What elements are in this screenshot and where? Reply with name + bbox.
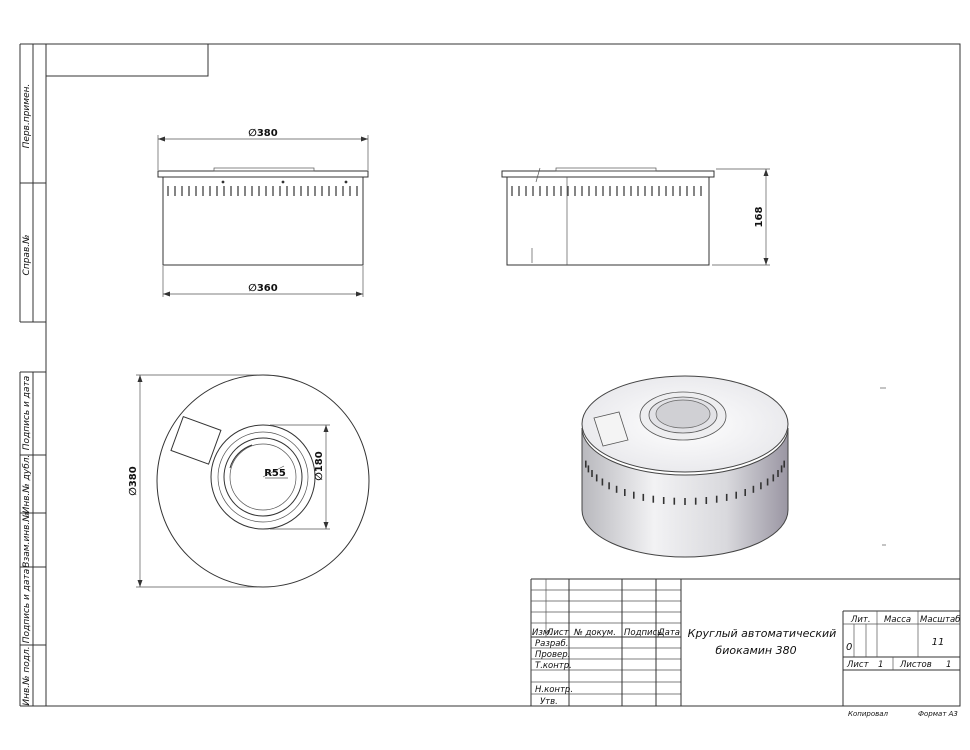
tb-header-doc-no: № докум. <box>573 628 616 638</box>
tb-role-tkontr: Т.контр. <box>535 661 572 671</box>
plan-burner-ring-inner <box>223 437 303 517</box>
top-left-stamp-box <box>45 43 209 77</box>
footer-format: Формат А3 <box>918 710 958 718</box>
frame-border <box>45 43 961 707</box>
tb-role-utv: Утв. <box>540 697 558 707</box>
iso-body <box>581 427 789 558</box>
plan-burner-opening <box>229 443 297 511</box>
tb-lit-value: 0 <box>846 642 852 653</box>
tb-header-date: Дата <box>657 628 680 638</box>
side-view: 168 <box>501 167 770 266</box>
strip-label-inv-dubl: Инв.№ дубл. <box>22 455 32 514</box>
tb-role-nkontr: Н.контр. <box>535 685 573 695</box>
side-burner-lid <box>555 167 657 172</box>
tb-sheets-label: Листов <box>899 660 932 670</box>
left-strip: Перв.примен. Справ.№ Подпись и дата Инв.… <box>19 43 46 707</box>
plan-view: ∅380 ∅180 R55 <box>128 374 370 588</box>
tb-title-line-1: Круглый автоматический <box>688 627 837 640</box>
iso-burner-opening <box>655 399 711 429</box>
tb-header-list: Лист <box>546 628 570 638</box>
tb-sheet-value: 1 <box>878 660 883 670</box>
plan-dim-380: ∅380 <box>128 466 139 495</box>
front-view: ∅380 ∅360 <box>157 128 369 297</box>
strip-label-signature-date-2: Подпись и дата <box>22 569 32 644</box>
plan-burner-ring-outer <box>210 424 316 530</box>
side-top-flange <box>501 170 715 178</box>
plan-burner-ring-mid <box>217 431 309 523</box>
strip-label-vzam-inv: Взам.инв.№ <box>22 512 32 567</box>
front-dim-360: ∅360 <box>248 283 277 294</box>
tb-role-prover: Провер. <box>535 650 570 660</box>
front-burner-lid <box>213 167 315 172</box>
side-body <box>506 176 710 266</box>
tb-header-mass: Масса <box>884 615 911 625</box>
tb-header-scale: Масштаб <box>920 615 960 625</box>
plan-control-panel <box>170 415 222 465</box>
strip-label-signature-date-1: Подпись и дата <box>22 376 32 451</box>
iso-control-panel <box>593 411 629 447</box>
strip-label-inv-podl: Инв.№ подл. <box>22 646 32 705</box>
iso-vent-slots <box>584 460 786 505</box>
front-body <box>162 176 364 266</box>
tb-header-izm: Изм. <box>532 628 552 638</box>
side-dim-168: 168 <box>754 207 765 228</box>
tb-role-razrab: Разраб. <box>535 639 568 649</box>
strip-label-sprav-no: Справ.№ <box>22 235 32 276</box>
tb-header-lit: Лит. <box>850 615 871 625</box>
plan-dim-180: ∅180 <box>314 451 325 480</box>
footer-copied: Копировал <box>848 710 889 718</box>
plan-dim-r55: R55 <box>264 468 286 479</box>
title-block: Изм. Лист № докум. Подпись Дата Разраб. … <box>530 578 960 707</box>
tb-sheet-label: Лист <box>846 660 870 670</box>
front-top-flange <box>157 170 369 178</box>
tb-title-line-2: биокамин 380 <box>715 644 796 657</box>
strip-label-perv-primen: Перв.примен. <box>22 84 32 149</box>
side-vent-slots <box>511 186 702 196</box>
tb-header-signature: Подпись <box>624 628 662 638</box>
front-dim-380: ∅380 <box>248 128 277 139</box>
tb-sheets-value: 1 <box>946 660 951 670</box>
front-vent-slots <box>167 186 358 196</box>
tb-scale-value: 11 <box>932 637 945 648</box>
isometric-view <box>581 375 886 558</box>
plan-outer-circle <box>156 374 370 588</box>
